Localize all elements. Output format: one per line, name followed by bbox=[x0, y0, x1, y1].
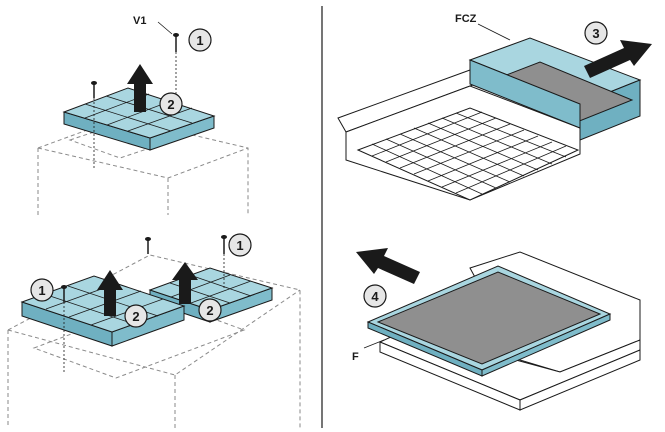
arrow-up-icon bbox=[127, 64, 153, 112]
single-cell-view: V1 1 2 bbox=[37, 15, 249, 215]
step-number: 1 bbox=[196, 33, 203, 48]
step-number: 2 bbox=[206, 303, 213, 318]
filter-cell-top bbox=[62, 87, 216, 151]
step-badge: 2 bbox=[124, 304, 148, 328]
filter-label: F bbox=[352, 351, 359, 363]
arrow-left-icon bbox=[356, 248, 420, 284]
grille-frame-view: FCZ 3 bbox=[337, 13, 652, 201]
step-badge: 1 bbox=[188, 28, 212, 52]
arrow-right-icon bbox=[584, 40, 652, 78]
step-number: 4 bbox=[371, 289, 379, 304]
screw-icon bbox=[173, 33, 179, 52]
frame-label: FCZ bbox=[455, 13, 477, 25]
step-number: 3 bbox=[592, 26, 599, 41]
step-badge: 2 bbox=[198, 298, 222, 322]
filter-panel bbox=[366, 265, 612, 377]
step-badge: 2 bbox=[159, 92, 183, 116]
screw-icon bbox=[91, 81, 97, 98]
step-number: 1 bbox=[236, 238, 243, 253]
step-badge: 3 bbox=[584, 21, 608, 45]
step-badge: 1 bbox=[30, 278, 54, 302]
fcz-frame bbox=[468, 37, 642, 141]
screw-icon bbox=[221, 235, 227, 254]
screw-icon bbox=[61, 285, 67, 302]
step-number: 1 bbox=[38, 283, 45, 298]
screw-label: V1 bbox=[133, 15, 146, 27]
arrow-up-icon bbox=[97, 270, 123, 316]
arrow-up-icon bbox=[172, 262, 198, 304]
double-cell-view: 1 1 2 2 bbox=[7, 233, 301, 428]
screw-icon bbox=[145, 237, 151, 254]
step-badge: 4 bbox=[363, 284, 387, 308]
step-number: 2 bbox=[132, 309, 139, 324]
filter-slideout-view: F 4 bbox=[352, 248, 641, 411]
step-badge: 1 bbox=[228, 233, 252, 257]
step-number: 2 bbox=[167, 97, 174, 112]
